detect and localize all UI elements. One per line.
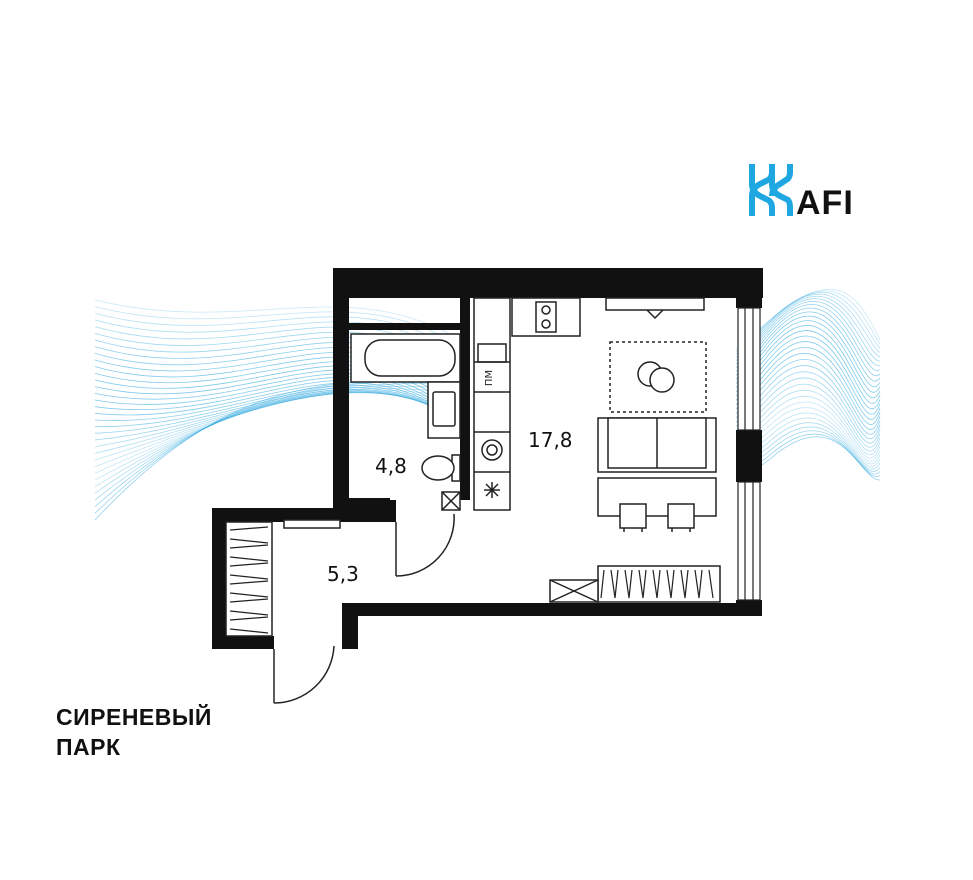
tv-stand (605, 297, 705, 311)
logo-text: AFI (796, 184, 854, 222)
closet-hanger-line (229, 616, 269, 621)
brand-logo: AFI (748, 162, 854, 222)
wall-bath-bottom (348, 498, 390, 508)
hanger-line (708, 569, 714, 599)
fridge-snowflake-icon (484, 482, 500, 498)
bathroom-fixtures (350, 333, 461, 511)
bathtub-inner (364, 339, 456, 377)
wall-bath-right (460, 298, 470, 500)
tv-icon (646, 309, 664, 320)
area-living: 17,8 (528, 428, 573, 452)
hanger-line (638, 569, 644, 599)
hanger-line (610, 569, 616, 599)
hanger-line (642, 569, 647, 599)
wall-door-jamb (388, 500, 396, 522)
wall-entry-right (342, 603, 358, 649)
living-furniture (549, 297, 721, 603)
walls (212, 268, 763, 649)
closet-hanger-line (229, 562, 269, 567)
closet-hanger-line (229, 574, 269, 580)
area-bathroom: 4,8 (375, 454, 407, 478)
closet-hangers (229, 526, 269, 634)
closet-hanger-line (229, 538, 269, 544)
burner-1 (541, 305, 551, 315)
project-name-line1: СИРЕНЕВЫЙ (56, 704, 212, 730)
hanger-line (624, 569, 630, 599)
project-name: СИРЕНЕВЫЙ ПАРК (56, 702, 212, 762)
burner-2 (541, 319, 551, 329)
sink-bowl (432, 391, 456, 427)
chair-1 (619, 503, 647, 529)
hanger-line (684, 569, 689, 599)
wall-duct-bottom (348, 323, 464, 330)
hanger-line (600, 569, 605, 599)
wardrobe-hangers (600, 569, 714, 599)
windows (737, 307, 761, 601)
rug (609, 341, 707, 413)
entry-door (273, 645, 335, 704)
cabinet-mark: ПМ (484, 370, 495, 386)
wall-bottom (348, 603, 762, 616)
bathroom-door (395, 513, 455, 577)
area-hallway: 5,3 (327, 562, 359, 586)
cooktop (535, 301, 557, 333)
kitchen: ПМ (473, 297, 581, 511)
afi-logo-icon (749, 164, 793, 216)
wall-right-pier (736, 430, 762, 482)
hanger-line (670, 569, 675, 599)
closet-hanger-line (229, 526, 269, 531)
kitchen-counter (473, 297, 511, 511)
hanger-line (698, 569, 703, 599)
pouf-2 (649, 367, 675, 393)
toilet-bowl (421, 455, 455, 481)
closet-hanger-line (229, 592, 269, 598)
wall-closet-bottom (212, 636, 274, 649)
wall-hall-top-2 (345, 508, 390, 522)
kitchen-sink (477, 343, 507, 363)
project-name-line2: ПАРК (56, 734, 121, 760)
wall-right-top (736, 268, 762, 308)
wall-top (333, 268, 763, 298)
coat-rack (283, 519, 341, 529)
hanger-line (656, 569, 661, 599)
closet-hanger-line (229, 610, 269, 616)
washer-drum (486, 444, 498, 456)
bathroom-door-swing (395, 513, 455, 577)
hanger-line (680, 569, 686, 599)
wall-hall-top (212, 508, 388, 522)
closet-hanger-line (229, 598, 269, 603)
chair-2 (667, 503, 695, 529)
wall-closet-left (212, 508, 226, 648)
closet-hanger-line (229, 628, 269, 634)
closet-hanger-line (229, 544, 269, 549)
entry-door-swing (273, 645, 335, 704)
closet-hanger-line (229, 580, 269, 585)
dining-table (597, 477, 717, 517)
hanger-line (628, 569, 633, 599)
window-lower (737, 481, 761, 601)
hanger-line (694, 569, 700, 599)
hanger-line (614, 569, 619, 599)
wall-bath-left (333, 268, 349, 514)
window-upper (737, 307, 761, 431)
hanger-line (666, 569, 672, 599)
hanger-line (652, 569, 658, 599)
closet-hanger-line (229, 556, 269, 562)
